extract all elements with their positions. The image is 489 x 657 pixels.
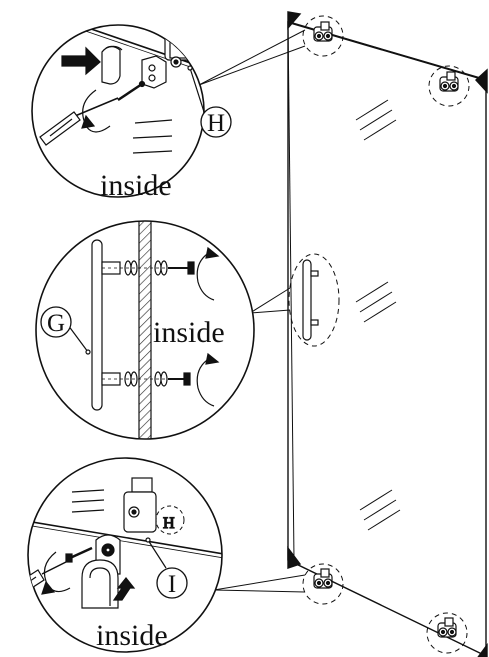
cover-cap-icon [141, 55, 167, 89]
rotate-arrow-icon [41, 551, 71, 595]
callout-dashed-circles [288, 15, 470, 654]
screwdriver-icon [28, 561, 67, 603]
svg-text:H: H [163, 515, 175, 532]
detail-circle-bottom: H [27, 457, 223, 653]
screw-icon [117, 80, 146, 102]
svg-text:I: I [168, 571, 176, 598]
cover-cap-icon [81, 534, 121, 609]
hinge-clamp-icon [313, 21, 459, 638]
detail-circle-top: H inside [31, 24, 232, 202]
screw-icon [65, 546, 93, 563]
inside-label-bottom: inside [96, 619, 168, 652]
rotate-arrow-icon [81, 89, 111, 133]
part-label-h: H [200, 106, 232, 138]
glass-reflection-marks [355, 99, 401, 531]
inside-label-top: inside [100, 169, 172, 202]
detail-circle-middle: G inside [35, 220, 255, 440]
leader-lines [198, 29, 306, 593]
inside-label-middle: inside [153, 316, 225, 349]
hinge-clamp-icon [123, 477, 157, 533]
svg-text:G: G [47, 310, 65, 337]
arrow-icon [61, 46, 101, 76]
svg-text:H: H [207, 110, 225, 137]
part-label-g: G [40, 306, 72, 338]
screw-icon [168, 261, 195, 386]
part-label-i: I [156, 567, 188, 599]
rotate-arrow-icon [196, 246, 220, 407]
glass-panel [287, 11, 488, 657]
arrow-icon [112, 577, 136, 601]
handle-bar-icon [302, 259, 319, 341]
